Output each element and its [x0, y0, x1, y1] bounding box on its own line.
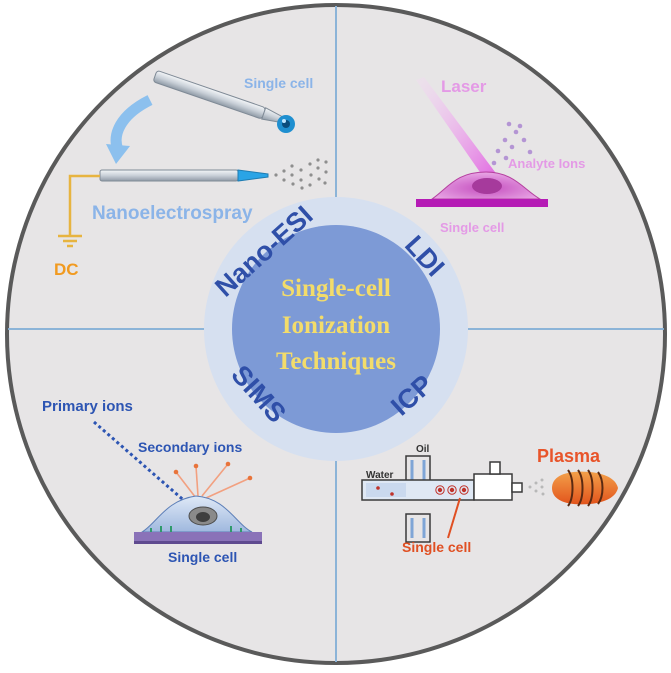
droplet-cells: [376, 486, 467, 496]
nano-esi-quadrant: Single cell Nanoelectrospray DC: [54, 70, 328, 279]
capillary-lower: [99, 169, 269, 182]
center-title-line1: Single-cell: [281, 275, 391, 302]
icp-single-cell-label: Single cell: [402, 539, 471, 555]
plasma-label: Plasma: [537, 446, 601, 466]
ldi-substrate: [416, 199, 548, 207]
laser-beam: [416, 77, 498, 178]
primary-ion-beam: [93, 420, 189, 506]
secondary-ions-label: Secondary ions: [138, 439, 242, 455]
nebulizer-junction: [473, 473, 513, 501]
sims-quadrant: Primary ions Secondary ions Single cell: [42, 398, 262, 565]
oil-label: Oil: [416, 444, 430, 455]
icp-spray: [528, 478, 545, 496]
primary-ions-label: Primary ions: [42, 398, 133, 415]
secondary-ion-rays: [175, 463, 251, 499]
ldi-single-cell-label: Single cell: [440, 220, 504, 235]
plasma-coil: [567, 469, 604, 507]
center-title-line2: Ionization: [282, 312, 390, 339]
water-label: Water: [366, 470, 394, 481]
analyte-ions-label: Analyte Ions: [508, 156, 585, 171]
center-title-line3: Techniques: [276, 348, 396, 375]
ldi-quadrant: Laser Analyte Ions Single cell: [416, 77, 585, 235]
center-disc: [232, 225, 440, 433]
sims-substrate: [134, 532, 262, 541]
nano-single-cell-label: Single cell: [244, 75, 313, 91]
oil-channel-bottom: [405, 513, 431, 543]
analyte-ion-dots: [491, 121, 533, 166]
icp-quadrant: Plasma Oil Water Single cell: [361, 444, 618, 555]
circuit-wire: [68, 174, 100, 236]
spray-plume: [274, 158, 328, 190]
laser-label: Laser: [441, 77, 487, 96]
nanoelectrospray-label: Nanoelectrospray: [92, 203, 253, 224]
dc-label: DC: [54, 260, 79, 279]
sims-single-cell-label: Single cell: [168, 549, 237, 565]
